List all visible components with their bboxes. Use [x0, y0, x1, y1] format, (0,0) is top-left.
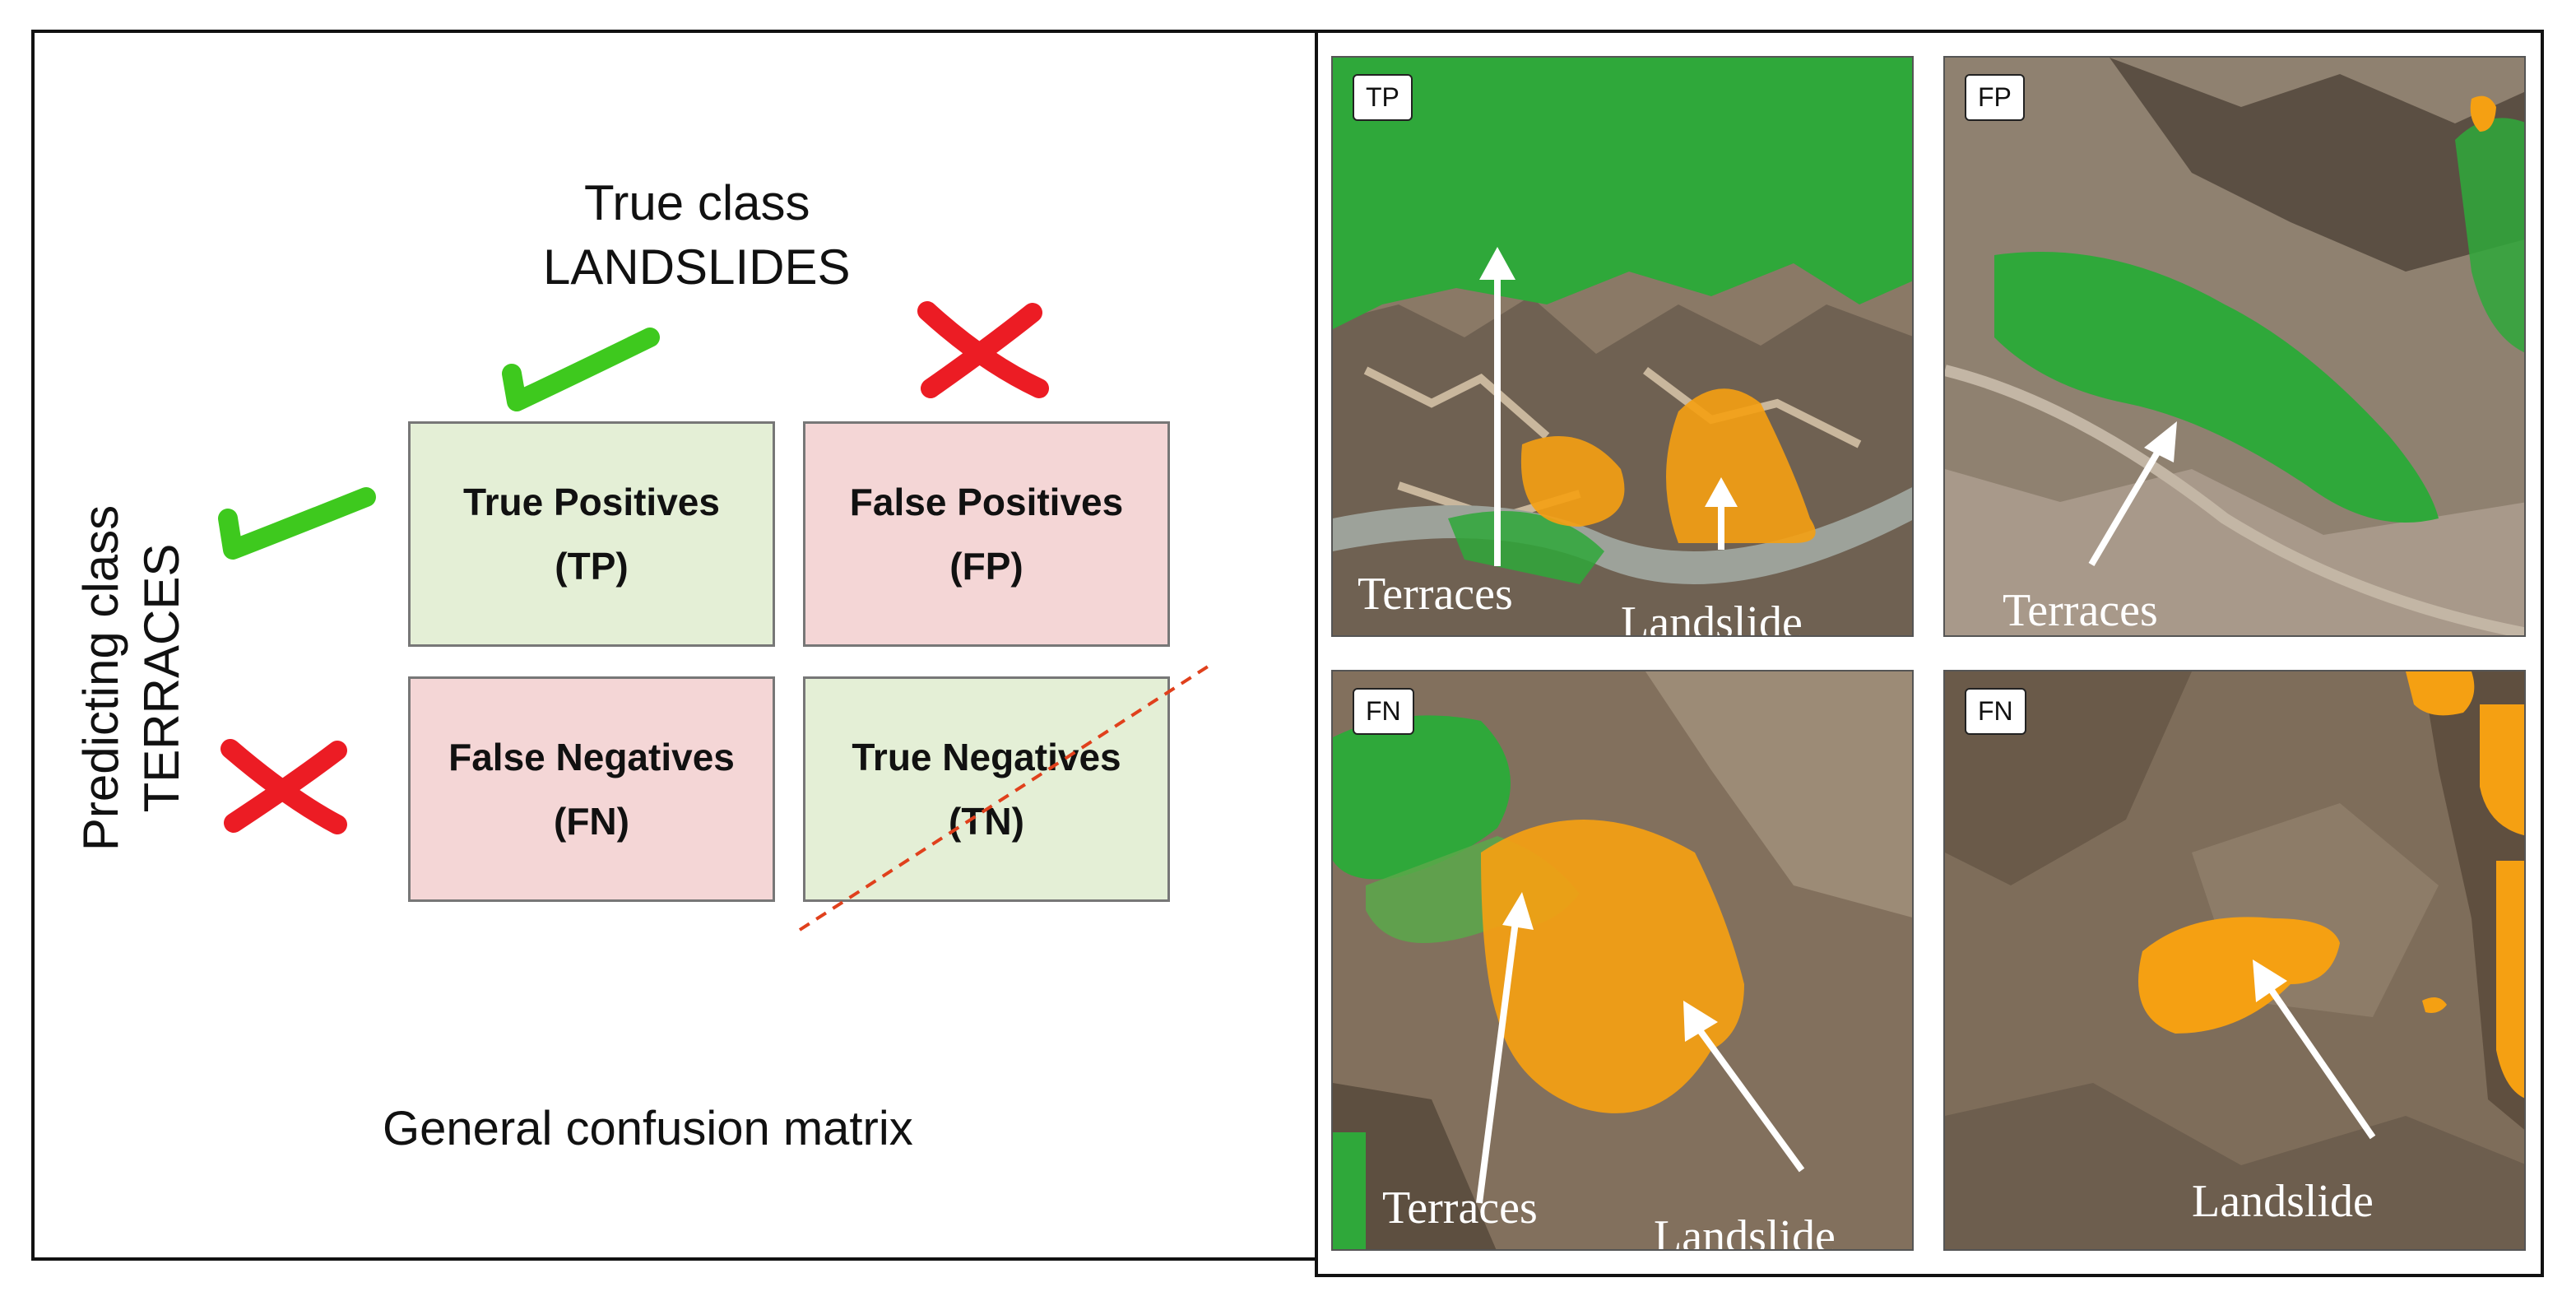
strike-line	[798, 665, 1209, 932]
predicting-class-line2: TERRACES	[134, 543, 189, 813]
panel-fn-2: FN Landslide	[1943, 670, 2526, 1251]
true-class-label: True class	[584, 175, 810, 230]
panel-tag: TP	[1353, 74, 1413, 121]
predicting-class-line1: Predicting class	[73, 504, 128, 852]
panel-tag: FN	[1353, 688, 1414, 735]
cell-true-positives: True Positives (TP)	[408, 421, 775, 647]
terraces-label: Terraces	[1358, 569, 1513, 620]
arrow-icon	[2088, 421, 2177, 567]
arrow-icon	[1476, 892, 1534, 1204]
panel-tag: FN	[1965, 688, 2026, 735]
arrow-icon	[1683, 1001, 1805, 1173]
arrow-icon	[2253, 959, 2376, 1140]
panel-fp: FP Terraces	[1943, 56, 2526, 637]
landslide-label: Landslide	[1654, 1211, 1836, 1251]
cell-fp-line1: False Positives	[849, 481, 1124, 523]
true-class-name: LANDSLIDES	[543, 239, 851, 295]
matrix-caption: General confusion matrix	[383, 1102, 913, 1155]
cell-fp-line2: (FP)	[949, 545, 1023, 588]
panel-tag: FP	[1965, 74, 2025, 121]
satellite-image	[1333, 671, 1912, 1249]
satellite-image	[1333, 58, 1912, 635]
cell-false-negatives: False Negatives (FN)	[408, 676, 775, 902]
landslide-label: Landslide	[1621, 597, 1803, 637]
panel-fn-1: FN Terraces Landslide	[1331, 670, 1914, 1251]
cell-tn-line2: (TN)	[949, 800, 1024, 843]
cross-icon	[220, 739, 347, 834]
arrow-icon	[1705, 477, 1738, 550]
satellite-image	[1945, 58, 2524, 635]
cell-tp-line2: (TP)	[555, 545, 629, 588]
cell-fn-line1: False Negatives	[448, 736, 735, 778]
cell-tp-line1: True Positives	[463, 481, 720, 523]
cell-fn-line2: (FN)	[554, 800, 629, 843]
check-icon	[218, 487, 376, 560]
check-icon	[502, 328, 660, 411]
cell-true-negatives: True Negatives (TN)	[803, 676, 1170, 902]
cell-false-positives: False Positives (FP)	[803, 421, 1170, 647]
arrow-icon	[1479, 247, 1515, 566]
terraces-label: Terraces	[2003, 585, 2158, 636]
satellite-image	[1945, 671, 2524, 1249]
cell-tn-line1: True Negatives	[852, 736, 1121, 778]
cross-icon	[917, 301, 1049, 398]
panel-tp: TP Terraces Landslide	[1331, 56, 1914, 637]
terraces-label: Terraces	[1382, 1183, 1538, 1234]
landslide-label: Landslide	[2192, 1176, 2374, 1227]
